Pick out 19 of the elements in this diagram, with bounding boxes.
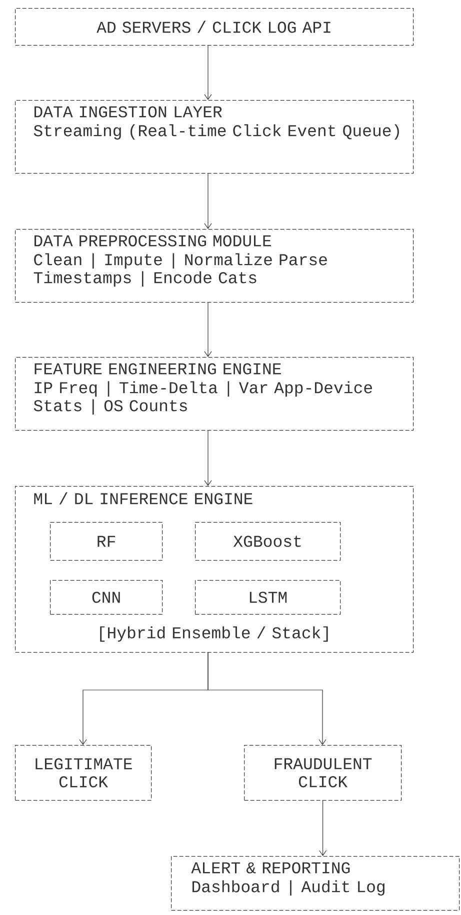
arrow	[204, 173, 212, 229]
arrow	[319, 800, 327, 856]
process-box: DATA PREPROCESSING MODULE Clean | Impute | Normalize Parse Timestamps | Encode Cats	[15, 229, 414, 303]
model-box: RF	[50, 522, 163, 561]
arrow	[204, 430, 212, 486]
model-box: LSTM	[195, 580, 341, 615]
arrow	[208, 652, 326, 745]
source-box: AD SERVERS / CLICK LOG API	[15, 8, 414, 46]
result-box: FRAUDULENT CLICK	[244, 745, 402, 801]
result-box: LEGITIMATE CLICK	[15, 745, 152, 801]
node-label: [Hybrid Ensemble / Stack]	[100, 626, 328, 642]
model-box: XGBoost	[195, 522, 341, 561]
model-box: CNN	[50, 580, 163, 615]
process-box: FEATURE ENGINEERING ENGINE IP Freq | Time-Delta | Var App-Device Stats | OS Counts	[15, 357, 414, 431]
arrow	[204, 302, 212, 357]
process-box: DATA INGESTION LAYER Streaming (Real-time Click Event Queue)	[15, 100, 414, 174]
alert-box: ALERT & REPORTING Dashboard | Audit Log	[171, 856, 460, 911]
arrow	[204, 45, 212, 100]
node-label: ML / DL INFERENCE ENGINE	[34, 492, 252, 504]
